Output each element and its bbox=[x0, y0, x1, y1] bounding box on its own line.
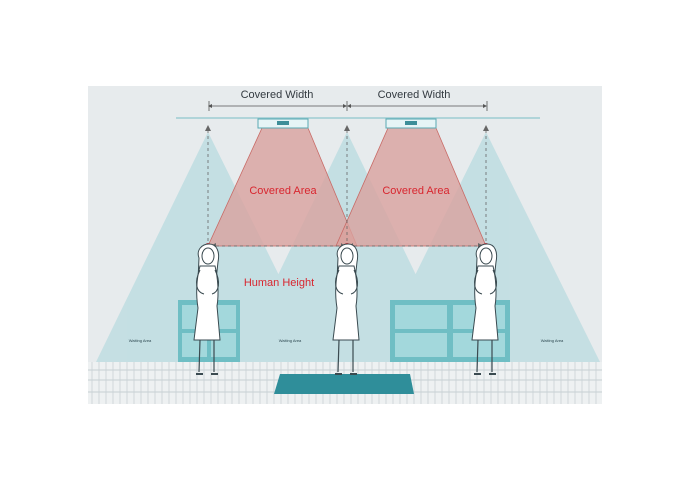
floor-mat bbox=[274, 374, 414, 394]
person-figure-icon bbox=[471, 243, 499, 375]
covered-width-label-right: Covered Width bbox=[378, 89, 451, 101]
ceiling-sensor-icon bbox=[257, 118, 309, 129]
floor bbox=[88, 362, 602, 404]
vertical-guides bbox=[207, 130, 487, 246]
waiting-area-label-center: Waiting Area bbox=[279, 338, 302, 343]
ceiling-sensor-icon bbox=[385, 118, 437, 129]
person-figure-icon bbox=[332, 243, 360, 375]
covered-width-label-left: Covered Width bbox=[241, 89, 314, 101]
covered-area-label-right: Covered Area bbox=[382, 185, 450, 197]
person-figure-icon bbox=[193, 243, 221, 375]
waiting-area-label-left: Waiting Area bbox=[129, 338, 152, 343]
guide-arrowheads bbox=[205, 125, 489, 131]
human-height-label: Human Height bbox=[244, 277, 314, 289]
covered-area-label-left: Covered Area bbox=[249, 185, 317, 197]
waiting-area-label-right: Waiting Area bbox=[541, 338, 564, 343]
